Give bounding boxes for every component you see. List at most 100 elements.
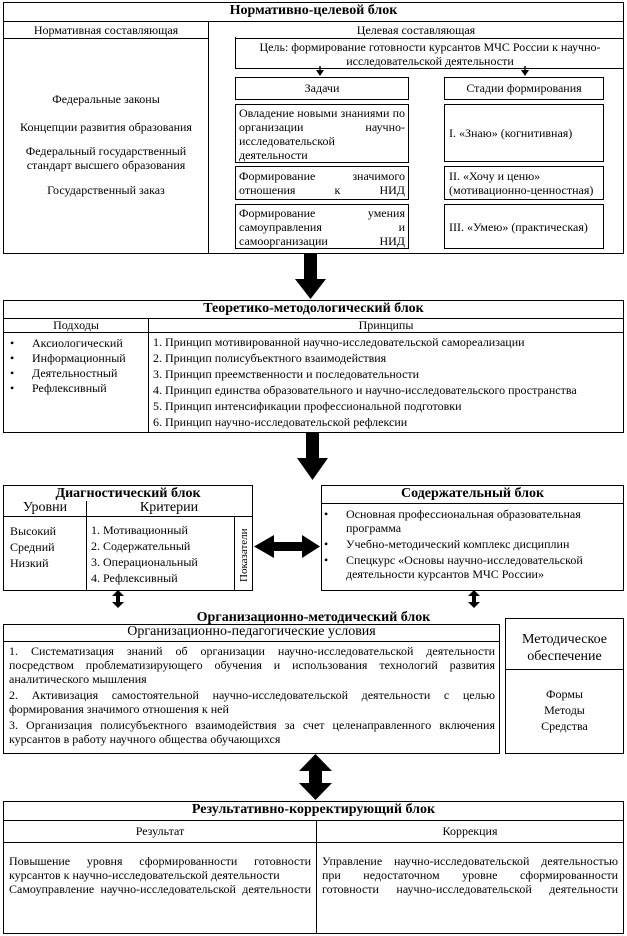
- normative-header: Нормативная составляющая: [33, 23, 179, 37]
- content-item-complex: Учебно-методический комплекс дисциплин: [324, 537, 620, 551]
- content-item-course: Спецкурс «Основы научно-исследовательско…: [324, 553, 620, 581]
- criterion-content: 2. Содержательный: [91, 539, 191, 553]
- arrow-block2-to-middle: [297, 433, 328, 480]
- approach-activity: Деятельностный: [10, 366, 148, 381]
- target-header: Целевая составляющая: [356, 23, 476, 37]
- stage-can-box: III. «Умею» (практическая): [444, 204, 604, 249]
- criteria-header: Критерии: [139, 500, 199, 515]
- principle-4: 4. Принцип единства образовательного и н…: [153, 383, 577, 397]
- method-forms: Формы: [546, 687, 583, 701]
- block2-column-divider: [148, 318, 149, 432]
- content-block: Содержательный блок Основная профессиона…: [321, 485, 624, 591]
- stage-want-box: II. «Хочу и ценю» (мотивационно-ценностн…: [444, 166, 604, 200]
- org-conditions-block: Организационно-педагогические условия 1.…: [3, 624, 500, 754]
- task-knowledge: Овладение новыми знаниями по организации…: [239, 106, 405, 162]
- task-knowledge-box: Овладение новыми знаниями по организации…: [235, 104, 409, 163]
- method-means: Средства: [541, 719, 588, 733]
- diag-title: Диагностический блок: [55, 486, 201, 501]
- stages-header: Стадии формирования: [466, 81, 582, 95]
- method-header-divider: [506, 669, 623, 670]
- content-title: Содержательный блок: [400, 486, 545, 501]
- indicators-box: Показатели: [234, 516, 252, 590]
- normative-target-divider: [208, 21, 209, 254]
- tasks-header: Задачи: [304, 81, 340, 95]
- normative-item-order: Государственный заказ: [47, 183, 165, 197]
- result-header: Результат: [135, 824, 185, 838]
- principles-list: 1. Принцип мотивированной научно-исследо…: [153, 334, 621, 430]
- principle-3: 3. Принцип преемственности и последовате…: [153, 367, 420, 381]
- stage-want: II. «Хочу и ценю» (мотивационно-ценностн…: [449, 169, 594, 197]
- target-goal-divider: [236, 68, 623, 69]
- principle-5: 5. Принцип интенсификации профессиональн…: [153, 399, 462, 413]
- task-selfmanagement: Формирование умения самоуправления и сам…: [239, 206, 405, 248]
- criterion-operational: 3. Операциональный: [91, 555, 198, 569]
- task-attitude: Формирование значимого отношения к НИД: [239, 169, 405, 197]
- diagnostic-block: Диагностический блок Уровни Критерии Выс…: [3, 485, 253, 591]
- content-list: Основная профессиональная образовательна…: [322, 507, 620, 581]
- levels-header: Уровни: [22, 500, 68, 515]
- method-header: Методическое обеспечение: [522, 632, 607, 664]
- arrow-content-org: [468, 590, 480, 608]
- diag-column-divider: [86, 501, 87, 590]
- target-left-border: [235, 37, 236, 69]
- approaches-header: Подходы: [53, 318, 99, 332]
- normative-item-concepts: Концепции развития образования: [20, 120, 192, 134]
- criterion-motivational: 1. Мотивационный: [91, 523, 188, 537]
- approach-reflexive: Рефлексивный: [10, 381, 148, 396]
- normative-item-standard: Федеральный государственный стандарт выс…: [25, 144, 187, 172]
- stages-header-box: Стадии формирования: [444, 77, 604, 100]
- stage-know: I. «Знаю» (когнитивная): [449, 126, 573, 140]
- content-title-divider: [322, 503, 623, 504]
- block1-title-divider: [4, 21, 623, 22]
- principle-2: 2. Принцип полисубъектного взаимодействи…: [153, 351, 387, 365]
- tasks-header-box: Задачи: [235, 77, 409, 100]
- conditions-header: Организационно-педагогические условия: [127, 624, 376, 639]
- condition-2: 2. Активизация самостоятельной научно-ис…: [9, 688, 495, 716]
- correction-header: Коррекция: [442, 824, 498, 838]
- diag-header-divider: [4, 516, 252, 517]
- approach-axiological: Аксиологический: [10, 336, 148, 351]
- task-attitude-box: Формирование значимого отношения к НИД: [235, 166, 409, 200]
- arrow-diag-org: [112, 590, 124, 608]
- condition-1: 1. Систематизация знаний об организации …: [9, 644, 495, 686]
- target-goal: Цель: формирование готовности курсантов …: [259, 40, 601, 68]
- method-methods: Методы: [544, 703, 585, 717]
- arrow-org-result: [299, 754, 332, 800]
- level-high: Высокий: [10, 524, 57, 538]
- condition-3: 3. Организация полисубъектного взаимодей…: [9, 718, 495, 746]
- block2-title-divider: [4, 318, 623, 319]
- principle-6: 6. Принцип научно-исследовательской рефл…: [153, 415, 408, 429]
- stage-can: III. «Умею» (практическая): [449, 220, 588, 234]
- level-low: Низкий: [10, 556, 49, 570]
- arrow-diag-content: [254, 535, 320, 558]
- result-text-2: Самоуправление научно-исследовательской …: [9, 882, 311, 896]
- result-title-divider: [4, 820, 623, 821]
- result-text-1: Повышение уровня сформированности готовн…: [9, 854, 311, 882]
- block2-header-divider: [4, 332, 623, 333]
- conditions-header-divider: [4, 641, 499, 642]
- correction-text: Управление научно-исследовательской деят…: [322, 854, 618, 896]
- methodical-support-block: Методическое обеспечение Формы Методы Ср…: [505, 618, 624, 754]
- level-medium: Средний: [10, 540, 55, 554]
- block2-title: Теоретико-методологический блок: [203, 301, 424, 316]
- principle-1: 1. Принцип мотивированной научно-исследо…: [153, 335, 525, 349]
- block1-title: Нормативно-целевой блок: [229, 3, 398, 18]
- content-item-program: Основная профессиональная образовательна…: [324, 507, 620, 535]
- theoretical-block: Теоретико-методологический блок Подходы …: [3, 300, 624, 433]
- target-header-divider: [236, 38, 623, 39]
- task-selfmanagement-box: Формирование умения самоуправления и сам…: [235, 204, 409, 249]
- normative-header-divider: [4, 38, 208, 39]
- normative-item-laws: Федеральные законы: [52, 92, 160, 106]
- arrow-to-tasks: [316, 66, 324, 76]
- approach-informational: Информационный: [10, 351, 148, 366]
- org-block-title: Организационно-методический блок: [196, 610, 431, 625]
- result-title: Результативно-корректирующий блок: [191, 802, 436, 817]
- arrow-to-stages: [521, 66, 529, 76]
- principles-header: Принципы: [358, 318, 414, 332]
- result-corrective-block: Результативно-корректирующий блок Резуль…: [3, 801, 624, 934]
- arrow-block1-to-block2: [295, 254, 326, 299]
- result-header-divider: [4, 842, 623, 843]
- result-column-divider: [316, 820, 317, 933]
- approaches-list: Аксиологический Информационный Деятельно…: [4, 336, 148, 396]
